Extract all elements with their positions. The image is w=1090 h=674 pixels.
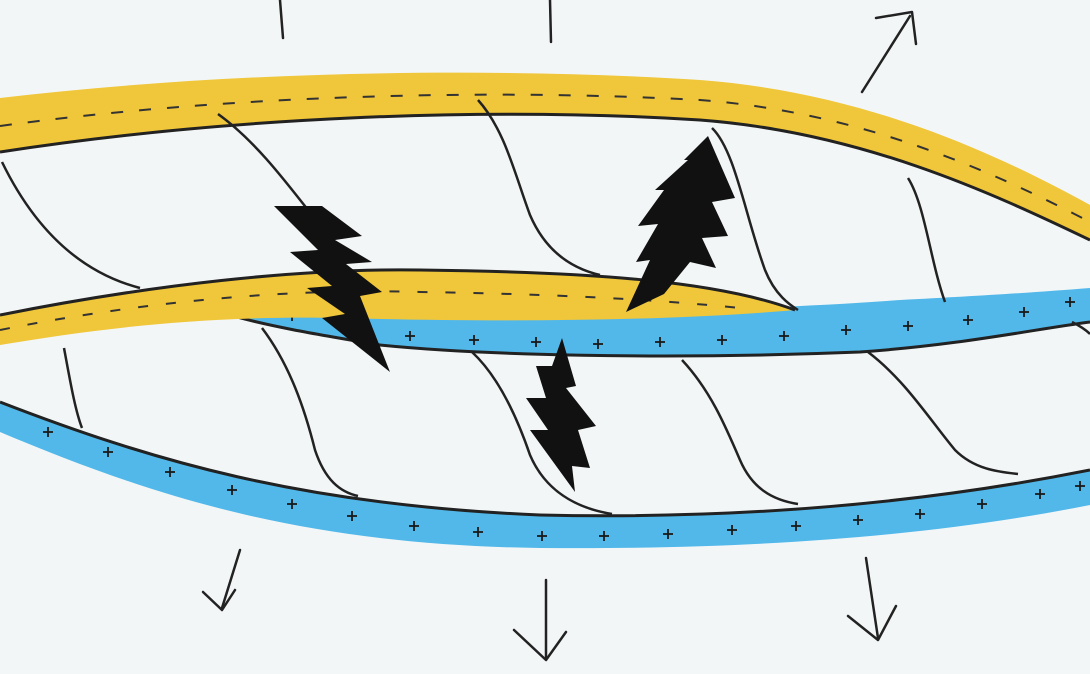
plus-sign: [287, 499, 297, 509]
plus-sign: [1075, 481, 1085, 491]
lower-fibre-1: [62, 347, 84, 429]
plus-sign: [963, 315, 973, 325]
plus-sign: [599, 531, 609, 541]
arrow-up-right-icon: [860, 10, 918, 94]
lower-fibre-4: [681, 359, 799, 506]
up-arrows: [278, 0, 918, 94]
upper-fibre-1: [0, 161, 141, 290]
plus-sign: [1035, 489, 1045, 499]
upper-fibre-3: [477, 99, 601, 277]
arrow-down-left-icon: [201, 548, 242, 612]
lower-fibre-2: [261, 327, 359, 498]
plus-sign: [663, 529, 673, 539]
plus-sign: [227, 485, 237, 495]
lightning-bolt-right-icon: [626, 136, 735, 312]
plus-sign: [791, 521, 801, 531]
plus-sign: [727, 525, 737, 535]
arrow-down-middle-icon: [512, 578, 568, 662]
top-negative-band-dashes: [0, 93, 1090, 223]
lower-fibre-3: [471, 351, 613, 516]
plus-sign: [915, 509, 925, 519]
bottom-positive-band-fill: [0, 402, 1090, 549]
upper-fibre-4: [711, 127, 799, 312]
middle-positive-band-fill: [220, 288, 1090, 356]
upper-fibre-5: [906, 177, 947, 303]
lower-fibre-5: [867, 351, 1019, 476]
middle-positive-band-edge: [219, 310, 1090, 358]
plus-sign: [43, 427, 53, 437]
plus-sign: [347, 511, 357, 521]
plus-sign: [531, 337, 541, 347]
bottom-positive-band-edge: [0, 400, 1090, 518]
plus-sign: [103, 447, 113, 457]
bottom-band-plus-signs: [43, 427, 1085, 541]
arrow-up-middle-icon: [548, 0, 553, 44]
lower-fibre-6: [1071, 320, 1090, 335]
lightning-bolt-bottom-icon: [526, 338, 596, 492]
plus-sign: [165, 467, 175, 477]
plus-sign: [1019, 307, 1029, 317]
plus-sign: [537, 531, 547, 541]
plus-sign: [473, 527, 483, 537]
plus-sign: [405, 331, 415, 341]
plus-sign: [469, 335, 479, 345]
plus-sign: [853, 515, 863, 525]
plus-sign: [593, 339, 603, 349]
top-negative-band-inner-edge: [0, 112, 1090, 242]
bottom-positive-band: [0, 400, 1090, 549]
arrow-up-left-icon: [278, 0, 285, 40]
plus-sign: [409, 521, 419, 531]
middle-negative-band-edge: [0, 268, 796, 317]
plus-sign: [655, 337, 665, 347]
lightning-bolts: [274, 136, 735, 492]
plus-sign: [717, 335, 727, 345]
top-negative-band: [0, 72, 1090, 242]
plus-sign: [977, 499, 987, 509]
top-negative-band-fill: [0, 72, 1090, 241]
plus-sign: [903, 321, 913, 331]
middle-positive-band: [219, 288, 1090, 358]
lower-fibres: [62, 320, 1090, 516]
down-arrows: [201, 548, 898, 662]
plus-sign: [1065, 297, 1075, 307]
middle-negative-band-fill: [0, 269, 795, 345]
plus-sign: [841, 325, 851, 335]
plus-sign: [779, 331, 789, 341]
lightning-bolt-left-icon: [274, 206, 390, 372]
arrow-down-right-icon: [846, 556, 898, 642]
